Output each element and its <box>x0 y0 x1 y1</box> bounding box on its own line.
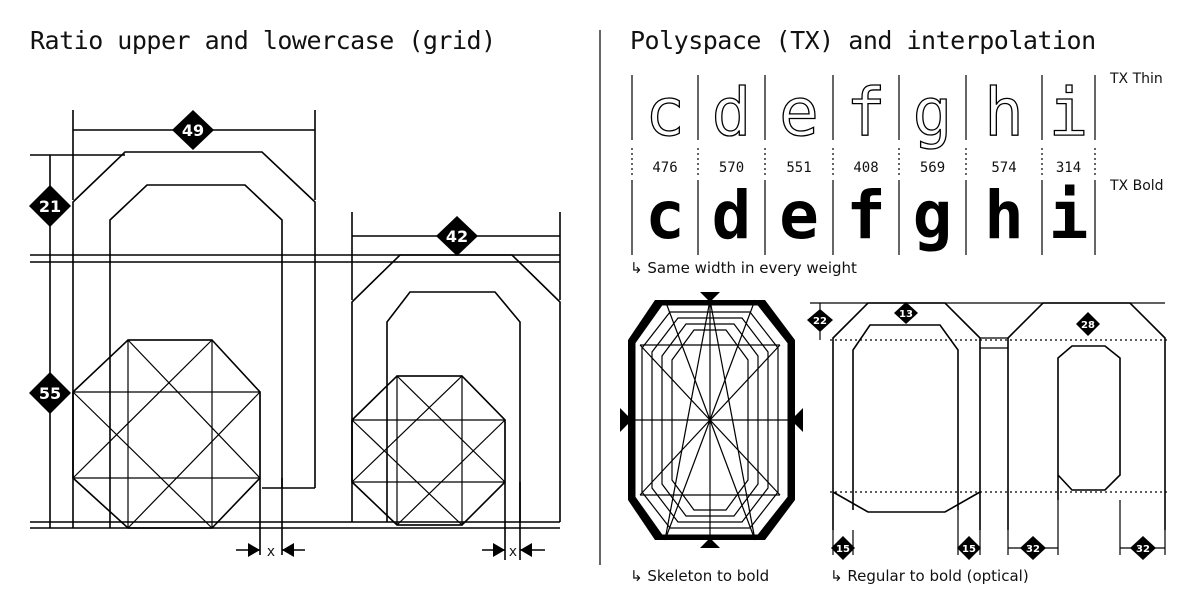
skeleton-to-bold-diagram: ↳ Skeleton to bold <box>620 292 803 585</box>
svg-text:21: 21 <box>39 197 61 216</box>
glyph-bold-d: d <box>712 177 752 254</box>
glyph-thin-d: d <box>712 74 752 151</box>
badge-32-right: 32 <box>1130 536 1156 560</box>
label-tx-bold: TX Bold <box>1109 178 1164 194</box>
badge-22: 22 <box>807 309 833 332</box>
grid-ratio-diagram: x x 49 42 21 55 <box>29 110 561 560</box>
x-label-upper: x <box>267 544 275 560</box>
svg-text:32: 32 <box>1136 544 1150 555</box>
glyph-width-d: 570 <box>719 160 744 176</box>
glyph-bold-g: g <box>913 177 953 254</box>
glyph-bold-h: h <box>984 177 1024 254</box>
badge-15-bold: 15 <box>957 536 981 560</box>
svg-text:15: 15 <box>962 544 976 555</box>
svg-text:49: 49 <box>182 121 204 140</box>
svg-text:22: 22 <box>813 316 827 327</box>
svg-text:32: 32 <box>1026 544 1040 555</box>
badge-13: 13 <box>894 302 918 324</box>
glyph-thin-e: e <box>779 74 819 151</box>
glyph-bold-i: i <box>1049 177 1089 254</box>
right-section-title: Polyspace (TX) and interpolation <box>630 26 1096 55</box>
glyph-width-i: 314 <box>1056 160 1081 176</box>
x-marker-upper: x <box>236 543 305 560</box>
badge-49: 49 <box>172 110 214 150</box>
arrow-bottom-marker <box>700 538 720 548</box>
glyph-bold-c: c <box>645 177 685 254</box>
svg-text:28: 28 <box>1081 320 1095 331</box>
note-optical: ↳ Regular to bold (optical) <box>830 567 1029 585</box>
glyph-width-g: 569 <box>920 160 945 176</box>
glyph-width-c: 476 <box>652 160 677 176</box>
arrow-top-marker <box>700 292 720 302</box>
glyph-bold-e: e <box>779 177 819 254</box>
x-label-lower: x <box>509 544 517 560</box>
badge-42: 42 <box>436 216 478 256</box>
label-tx-thin: TX Thin <box>1109 71 1163 87</box>
badge-28: 28 <box>1076 312 1100 336</box>
svg-text:15: 15 <box>836 544 850 555</box>
badge-32-left: 32 <box>1020 536 1046 560</box>
badge-15-regular: 15 <box>831 536 855 560</box>
note-skeleton: ↳ Skeleton to bold <box>630 567 769 585</box>
badge-55: 55 <box>29 372 71 414</box>
arrow-right-marker <box>791 408 803 432</box>
glyph-thin-i: i <box>1049 74 1089 151</box>
svg-text:13: 13 <box>899 309 913 320</box>
arrow-left-marker <box>620 408 632 432</box>
left-section-title: Ratio upper and lowercase (grid) <box>30 26 496 55</box>
glyph-width-e: 551 <box>786 160 811 176</box>
glyph-thin-f: f <box>846 74 886 151</box>
glyph-bold-f: f <box>846 177 886 254</box>
optical-compensation-diagram: 22 13 28 15 15 32 32 ↳ Regular to bold (… <box>807 302 1170 585</box>
note-same-width: ↳ Same width in every weight <box>630 259 857 277</box>
glyph-thin-c: c <box>645 74 685 151</box>
glyph-thin-g: g <box>913 74 953 151</box>
svg-text:42: 42 <box>446 227 468 246</box>
glyph-thin-h: h <box>984 74 1024 151</box>
glyph-width-h: 574 <box>991 160 1016 176</box>
glyph-width-f: 408 <box>853 160 878 176</box>
badge-21: 21 <box>29 185 71 227</box>
svg-text:55: 55 <box>39 384 61 403</box>
x-marker-lower: x <box>482 543 545 560</box>
